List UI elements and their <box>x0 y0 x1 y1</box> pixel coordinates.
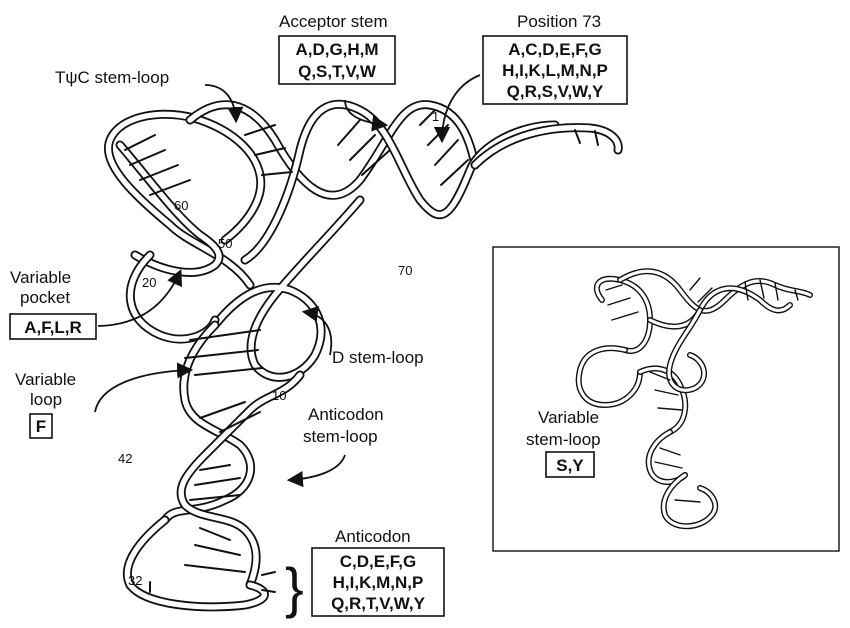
arrow-variable-loop <box>95 370 190 412</box>
anticodon-strand-b <box>181 375 300 585</box>
svg-text:A,D,G,H,M: A,D,G,H,M <box>295 40 378 59</box>
label-d-stem-loop: D stem-loop <box>332 348 424 367</box>
num-32: 32 <box>128 573 142 588</box>
num-70: 70 <box>398 263 412 278</box>
anticodon-brace: } <box>285 556 304 619</box>
inset-panel: Variable stem-loop S,Y <box>493 247 839 551</box>
box-variable-stem-loop: S,Y <box>546 452 594 477</box>
label-anticodon-stem-loop-2: stem-loop <box>303 427 378 446</box>
label-variable-stem-loop-1: Variable <box>538 408 599 427</box>
svg-text:F: F <box>36 417 46 436</box>
box-anticodon: C,D,E,F,G H,I,K,M,N,P Q,R,T,V,W,Y <box>312 548 444 616</box>
label-variable-pocket-1: Variable <box>10 268 71 287</box>
num-20: 20 <box>142 275 156 290</box>
label-variable-loop-1: Variable <box>15 370 76 389</box>
label-variable-loop-2: loop <box>30 390 62 409</box>
svg-text:H,I,K,M,N,P: H,I,K,M,N,P <box>333 573 424 592</box>
arrow-anticodon-stem <box>290 455 345 480</box>
num-10: 10 <box>272 388 286 403</box>
svg-text:Q,S,T,V,W: Q,S,T,V,W <box>298 62 377 81</box>
svg-text:Q,R,T,V,W,Y: Q,R,T,V,W,Y <box>331 594 426 613</box>
label-tpsic-stem-loop: TψC stem-loop <box>55 68 169 87</box>
label-position-73: Position 73 <box>517 12 601 31</box>
box-variable-pocket: A,F,L,R <box>10 314 96 339</box>
svg-text:H,I,K,L,M,N,P: H,I,K,L,M,N,P <box>502 61 608 80</box>
num-50: 50 <box>218 236 232 251</box>
num-60: 60 <box>174 198 188 213</box>
box-variable-loop: F <box>30 414 52 438</box>
label-variable-pocket-2: pocket <box>20 288 70 307</box>
label-anticodon-stem-loop-1: Anticodon <box>308 405 384 424</box>
num-42: 42 <box>118 451 132 466</box>
label-acceptor-stem: Acceptor stem <box>279 12 388 31</box>
box-position-73: A,C,D,E,F,G H,I,K,L,M,N,P Q,R,S,V,W,Y <box>483 36 627 104</box>
svg-text:A,F,L,R: A,F,L,R <box>24 318 82 337</box>
svg-text:Q,R,S,V,W,Y: Q,R,S,V,W,Y <box>507 82 604 101</box>
svg-text:A,C,D,E,F,G: A,C,D,E,F,G <box>508 40 602 59</box>
svg-text:S,Y: S,Y <box>556 456 584 475</box>
num-1: 1 <box>432 109 439 124</box>
svg-text:C,D,E,F,G: C,D,E,F,G <box>340 552 417 571</box>
label-anticodon: Anticodon <box>335 527 411 546</box>
label-variable-stem-loop-2: stem-loop <box>526 430 601 449</box>
box-acceptor-stem: A,D,G,H,M Q,S,T,V,W <box>279 36 395 84</box>
